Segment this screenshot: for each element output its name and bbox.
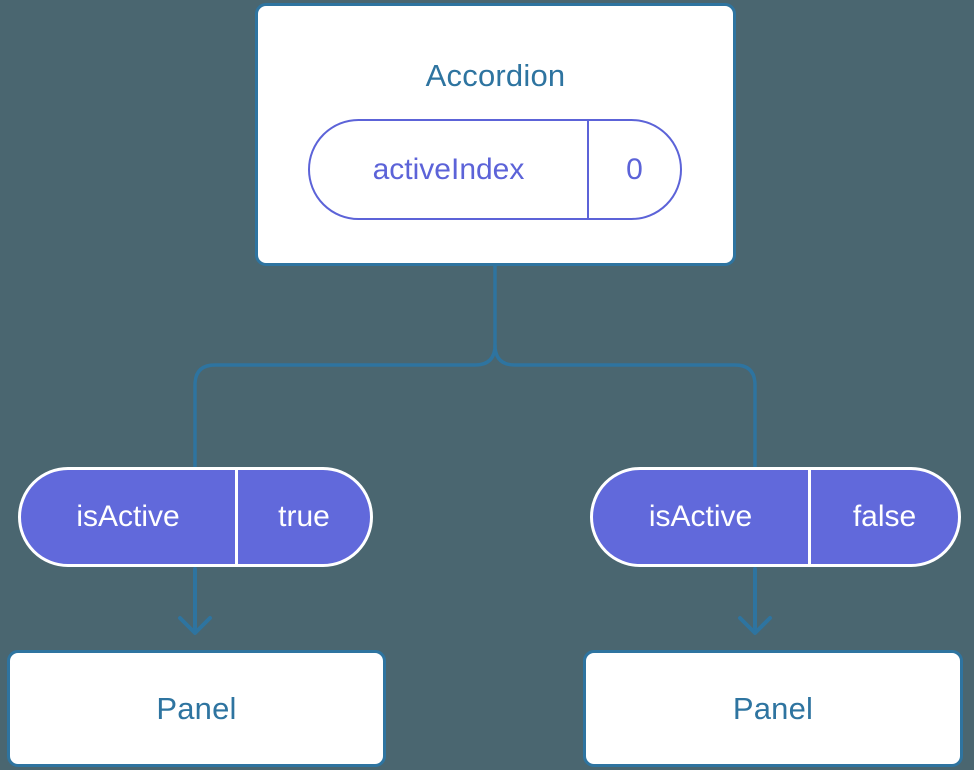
arrow-right-pill-to-panel [738,567,772,635]
panel-node-left-title: Panel [156,690,237,726]
tree-connector-path-right [493,343,757,469]
panel-node-left[interactable]: Panel [7,650,386,767]
prop-pill-active-index[interactable]: activeIndex 0 [308,119,682,220]
panel-node-right-title: Panel [732,690,814,726]
panel-node-right[interactable]: Panel [583,650,963,767]
tree-connector-path [193,264,497,469]
state-pill-is-active-right[interactable]: isActive false [590,467,961,567]
state-pill-is-active-right-key: isActive [648,500,753,533]
state-pill-is-active-right-value: false [808,470,958,564]
state-pill-is-active-left-value: true [235,470,370,564]
prop-pill-active-index-key: activeIndex [372,152,525,186]
prop-pill-active-index-value: 0 [587,121,680,218]
arrow-left-pill-to-panel [178,567,212,635]
state-pill-is-active-left-key: isActive [76,500,180,533]
state-pill-is-active-left[interactable]: isActive true [18,467,373,567]
accordion-node-title: Accordion [425,58,566,93]
